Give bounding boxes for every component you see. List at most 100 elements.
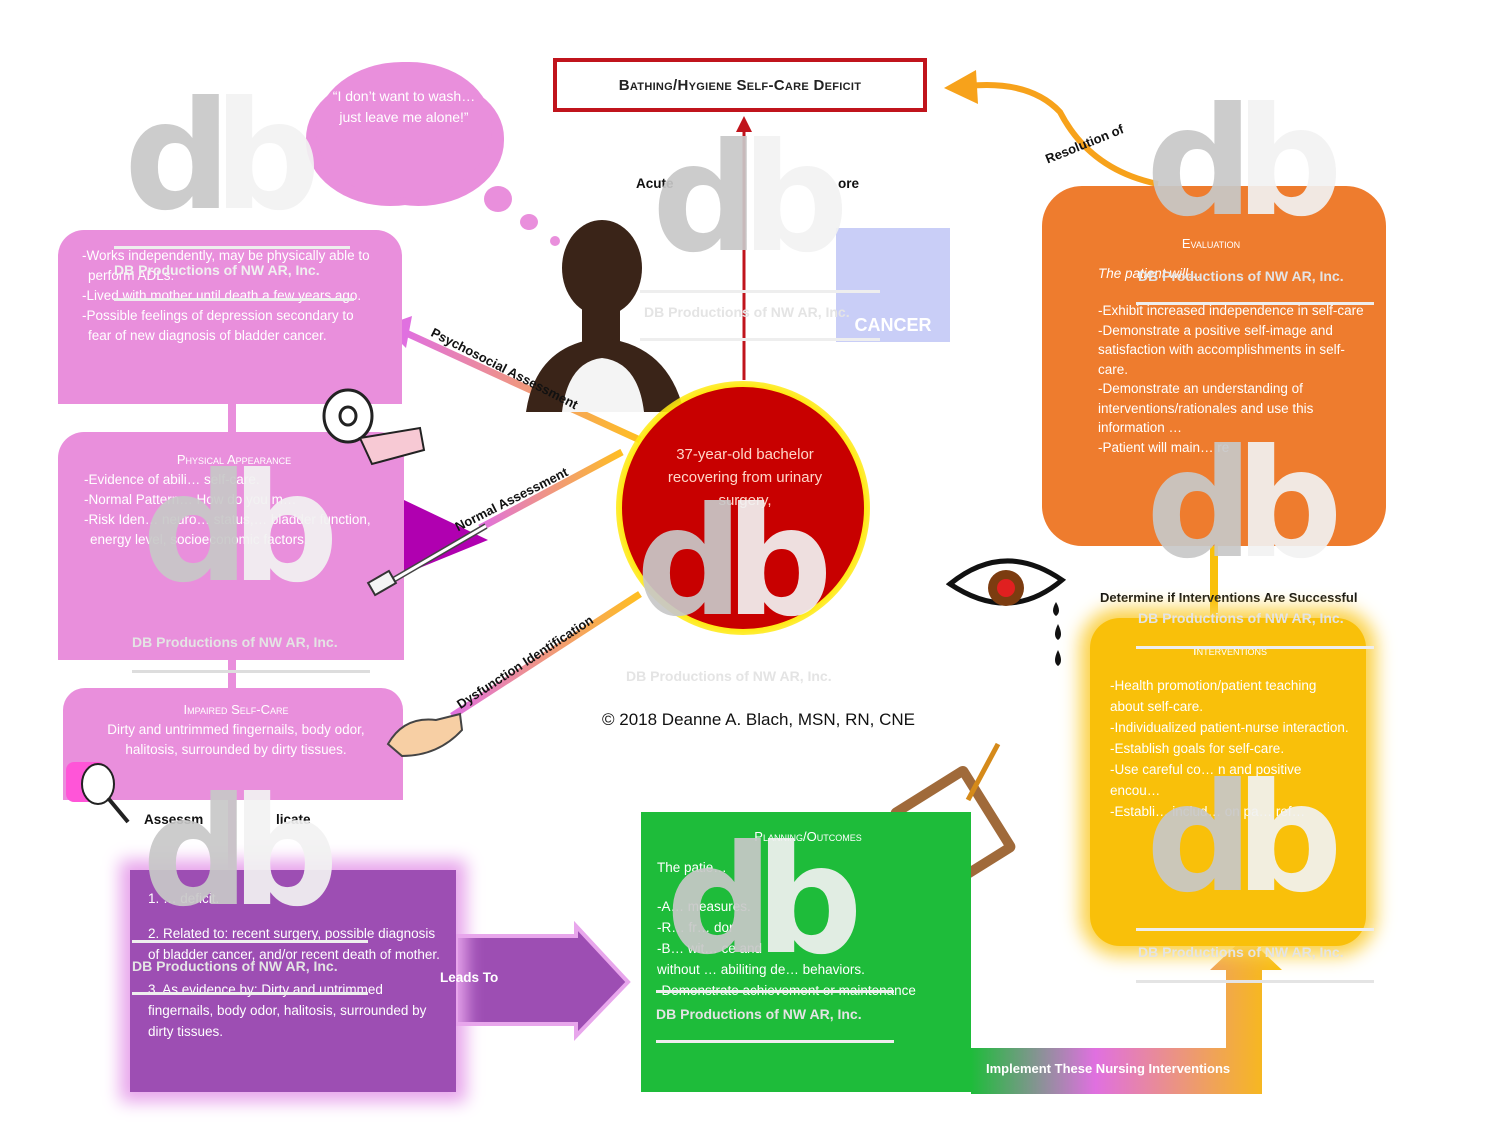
intervention-item: -Individualized patient-nurse interactio… bbox=[1110, 720, 1349, 735]
physical-appearance-box: Physical Appearance -Evidence of abili… … bbox=[58, 432, 404, 660]
watermark-text: DB Productions of NW AR, Inc. bbox=[114, 262, 320, 278]
planning-item: -R… fr… dor bbox=[657, 920, 734, 935]
watermark-logo: db bbox=[1146, 752, 1343, 926]
impaired-self-care-heading: Impaired Self-Care bbox=[183, 702, 289, 717]
evaluation-item: -Exhibit increased independence in self-… bbox=[1098, 303, 1364, 318]
watermark-text: DB Productions of NW AR, Inc. bbox=[644, 304, 850, 320]
evaluation-heading: Evaluation bbox=[1181, 236, 1241, 251]
diagnosis-item: 1. … deficit. bbox=[148, 891, 220, 906]
diagram-title: Bathing/Hygiene Self-Care Deficit bbox=[553, 58, 927, 112]
interventions-heading: Interventions bbox=[1193, 643, 1267, 658]
acute-label-end: ore bbox=[838, 176, 860, 191]
physical-item: -Normal Pattern… How do you m… bbox=[84, 492, 297, 507]
watermark-rule bbox=[132, 940, 368, 943]
toothbrush-icon bbox=[366, 523, 488, 597]
watermark-logo: db bbox=[124, 70, 321, 244]
watermark-text: DB Productions of NW AR, Inc. bbox=[132, 634, 338, 650]
watermark-text: DB Productions of NW AR, Inc. bbox=[656, 1006, 862, 1022]
center-patient-description: 37-year-old bachelor recovering from uri… bbox=[667, 446, 823, 509]
hairbrush-icon bbox=[66, 762, 130, 824]
assessment-label: Assessm bbox=[144, 812, 204, 827]
watermark-text: DB Productions of NW AR, Inc. bbox=[1138, 610, 1344, 626]
normal-arrowhead bbox=[390, 500, 488, 580]
watermark-rule bbox=[132, 670, 370, 673]
intervention-item: -Establi… includ… on pa… ref… bbox=[1110, 804, 1306, 819]
normal-spoke bbox=[478, 448, 624, 532]
center-up-arrowhead bbox=[736, 116, 752, 132]
evaluation-intro: The patient will… bbox=[1098, 265, 1202, 281]
intervention-item: -Health promotion/patient teaching about… bbox=[1110, 678, 1317, 714]
watermark-rule bbox=[656, 990, 894, 993]
watermark-text: DB Productions of NW AR, Inc. bbox=[1138, 944, 1344, 960]
planning-heading: Planning/Outcomes bbox=[754, 829, 862, 844]
psychosocial-item: -Works independently, may be physically … bbox=[82, 248, 370, 283]
watermark-logo: db bbox=[142, 766, 339, 940]
watermark-rule bbox=[1136, 928, 1374, 931]
physical-item: -Risk Iden… neuro… status,… bladder func… bbox=[84, 512, 371, 547]
watermark-logo: db bbox=[652, 112, 849, 286]
thought-bubble-text: “I don’t want to wash… just leave me alo… bbox=[332, 88, 476, 125]
resolution-arrowhead bbox=[944, 70, 978, 104]
hand-icon bbox=[386, 712, 464, 758]
watermark-logo: db bbox=[142, 442, 339, 616]
implement-arrow bbox=[971, 936, 1282, 1094]
evaluation-item: -Demonstrate an understanding of interve… bbox=[1098, 381, 1314, 435]
acute-label: Acute bbox=[636, 176, 674, 191]
physical-appearance-heading: Physical Appearance bbox=[176, 452, 292, 467]
intervention-item: -Establish goals for self-care. bbox=[1110, 741, 1285, 756]
watermark-logo: db bbox=[1146, 76, 1343, 250]
planning-intro: The patie… bbox=[657, 860, 727, 875]
thought-dot-small bbox=[550, 236, 560, 246]
evaluation-box: Evaluation The patient will… -Exhibit in… bbox=[1042, 186, 1386, 546]
resolution-arrow bbox=[967, 82, 1159, 187]
psychosocial-spoke bbox=[402, 328, 642, 444]
watermark-rule bbox=[1136, 302, 1374, 305]
evaluation-item: -Demonstrate a positive self-image and s… bbox=[1098, 322, 1345, 377]
impaired-self-care-text: Dirty and untrimmed fingernails, body od… bbox=[107, 722, 365, 757]
patient-illustration bbox=[526, 220, 684, 412]
watermark-rule bbox=[114, 298, 354, 301]
intervention-item: -Use careful co… n and positive encou… bbox=[1110, 762, 1302, 798]
planning-item: without … abiliting de… behaviors. bbox=[657, 962, 865, 977]
planning-item: -B… wit… ce and bbox=[657, 941, 763, 956]
watermark-rule bbox=[114, 246, 350, 249]
cancer-label: CANCER bbox=[854, 315, 932, 335]
implement-label: Implement These Nursing Interventions bbox=[986, 1061, 1231, 1076]
watermark-rule bbox=[1136, 980, 1374, 983]
watermark-text: DB Productions of NW AR, Inc. bbox=[626, 668, 832, 684]
watermark-text: DB Productions of NW AR, Inc. bbox=[132, 958, 338, 974]
diagnosis-item: 2. Related to: recent surgery, possible … bbox=[148, 926, 440, 962]
watermark-rule bbox=[656, 1040, 894, 1043]
watermark-rule bbox=[640, 338, 880, 341]
watermark-text: DB Productions of NW AR, Inc. bbox=[1138, 268, 1344, 284]
copyright: © 2018 Deanne A. Blach, MSN, RN, CNE bbox=[602, 710, 915, 729]
thought-cloud bbox=[316, 62, 492, 198]
planning-outcomes-box: Planning/Outcomes The patie… -A… measure… bbox=[641, 812, 971, 1092]
toilet-paper-icon bbox=[322, 388, 426, 466]
thought-dot-medium bbox=[520, 214, 538, 230]
watermark-rule bbox=[132, 992, 368, 995]
watermark-logo: db bbox=[636, 476, 833, 650]
assessment-label-end: licate bbox=[276, 812, 311, 827]
interventions-box: Interventions -Health promotion/patient … bbox=[1090, 618, 1366, 946]
planning-item: -A… measures. bbox=[657, 899, 751, 914]
leads-to-arrow bbox=[454, 920, 631, 1041]
leads-to-label: Leads To bbox=[440, 970, 499, 985]
physical-item: -Evidence of abili… self-care. bbox=[84, 472, 260, 487]
cancer-zodiac-icon: CANCER bbox=[836, 228, 950, 342]
eye-icon bbox=[946, 558, 1067, 666]
psychosocial-item: -Lived with mother until death a few yea… bbox=[82, 288, 362, 303]
thought-dot-large bbox=[484, 186, 512, 212]
dysfunction-spoke bbox=[450, 591, 642, 719]
watermark-rule bbox=[640, 290, 880, 293]
impaired-self-care-box: Impaired Self-Care Dirty and untrimmed f… bbox=[63, 688, 403, 800]
psychosocial-box: -Works independently, may be physically … bbox=[58, 230, 402, 404]
diagnosis-item: 3. As evidence by: Dirty and untrimmed f… bbox=[148, 982, 427, 1039]
evaluation-item: -Patient will main… re bbox=[1098, 439, 1230, 455]
watermark-logo: db bbox=[666, 814, 863, 988]
watermark-rule bbox=[1136, 646, 1374, 649]
determine-label: Determine if Interventions Are Successfu… bbox=[1100, 590, 1358, 605]
watermark-logo: db bbox=[1146, 418, 1343, 592]
center-circle bbox=[622, 387, 864, 629]
